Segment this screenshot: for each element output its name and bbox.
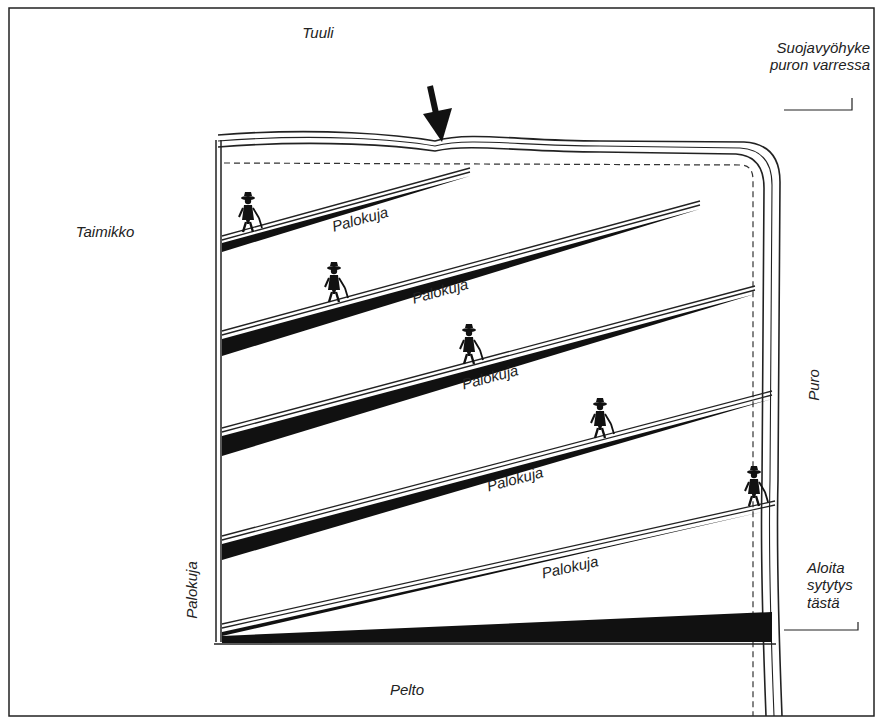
firebreak-label: Palokuja [183, 561, 200, 619]
leader-line [784, 98, 852, 110]
firebreak-label: Palokuja [540, 552, 600, 581]
wind-arrow [423, 86, 452, 142]
firebreak-label: Palokuja [460, 361, 520, 392]
start-label: Aloita sytytys tästä [807, 559, 869, 611]
leader-line [784, 622, 858, 630]
zone-label: Suojavyöhyke puron varressa [760, 39, 870, 74]
left-firebreak [216, 140, 221, 642]
area-label: Taimikko [76, 223, 135, 240]
firebreak-label: Palokuja [485, 463, 545, 494]
firebreak-label: Palokuja [410, 275, 470, 307]
firebreaks [222, 168, 775, 636]
frame [9, 8, 874, 716]
firebreak-label: Palokuja [330, 203, 390, 235]
stream-label: Puro [805, 369, 822, 401]
area-label: Pelto [390, 681, 424, 698]
workers [239, 192, 768, 506]
stream [218, 132, 782, 716]
field-edge [214, 643, 776, 645]
wind-label: Tuuli [302, 24, 333, 41]
